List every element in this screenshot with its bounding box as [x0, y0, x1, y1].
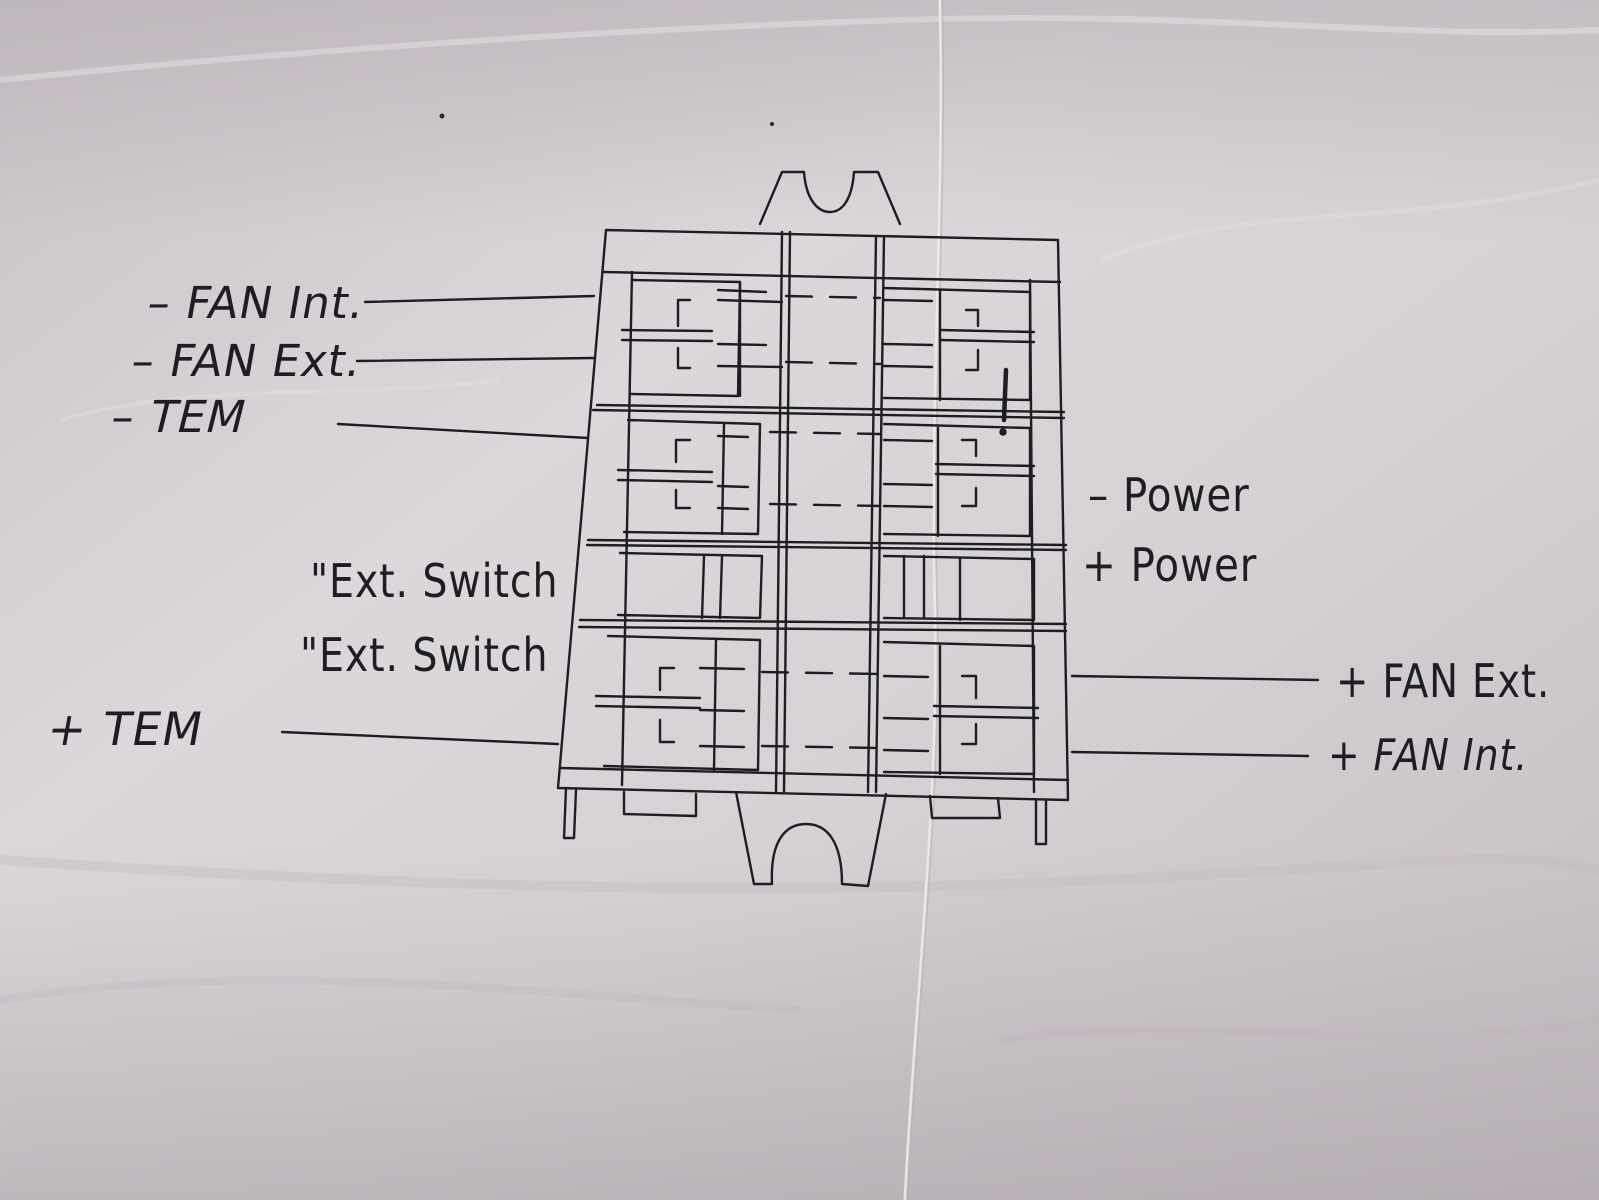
label-power-positive: + Power: [1082, 538, 1258, 592]
bottom-latch: [562, 786, 1048, 888]
label-ext-switch-2: "Ext. Switch: [300, 628, 549, 682]
leader-lines: [280, 294, 1320, 758]
right-pin-cells: [882, 286, 1040, 776]
label-fan-ext-negative: – FAN Ext.: [127, 336, 366, 387]
connector-housing: [556, 228, 1070, 802]
top-latch: [758, 170, 902, 226]
label-fan-int-positive: + FAN Int.: [1328, 730, 1529, 781]
pin-dashes: [760, 294, 882, 750]
label-fan-ext-positive: + FAN Ext.: [1336, 654, 1551, 708]
label-power-negative: – Power: [1088, 468, 1250, 522]
left-pin-cells: [594, 278, 784, 772]
label-tem-negative: – TEM: [105, 392, 253, 443]
label-fan-int-negative: – FAN Int.: [143, 278, 369, 329]
label-ext-switch-1: "Ext. Switch: [310, 554, 559, 608]
label-tem-positive: + TEM: [43, 702, 208, 756]
